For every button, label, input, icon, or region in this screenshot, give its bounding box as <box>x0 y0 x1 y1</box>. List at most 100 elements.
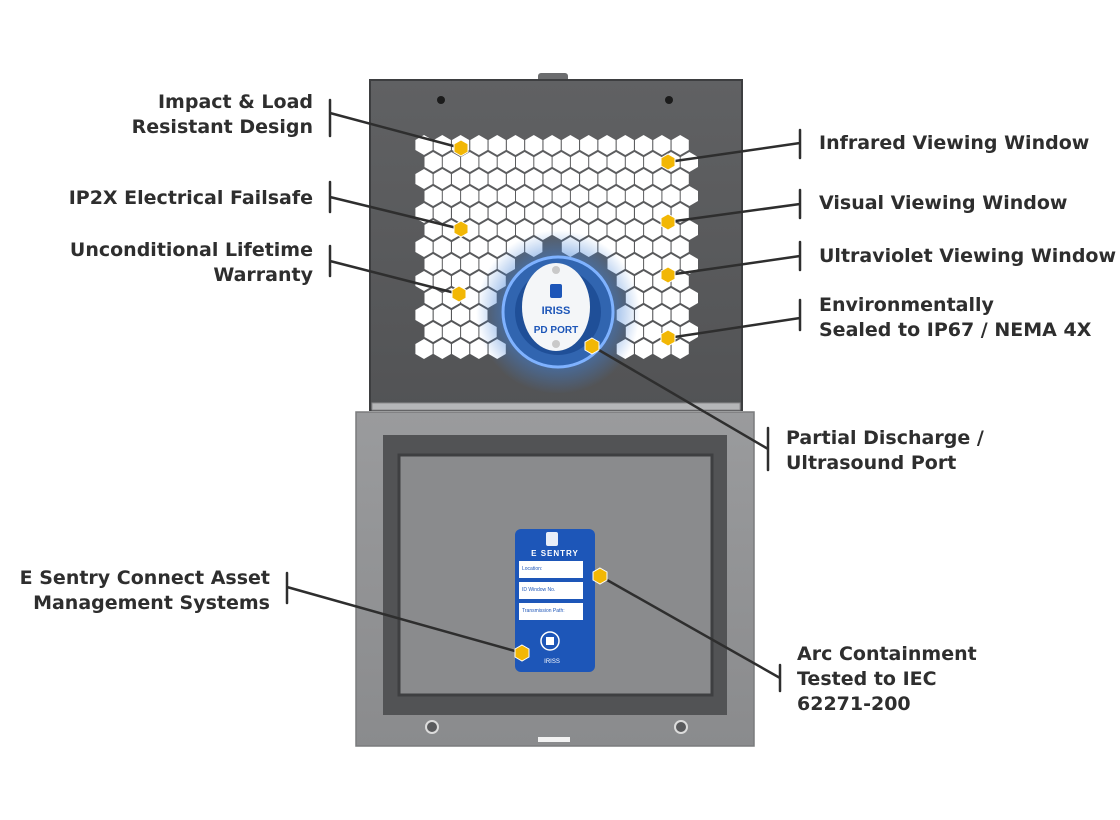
mesh-cell <box>644 186 662 206</box>
mesh-cell <box>506 135 525 155</box>
mesh-cell <box>607 186 625 206</box>
mesh-cell <box>625 220 644 240</box>
leader-ultraviolet <box>666 240 802 277</box>
mesh-cell <box>461 186 479 206</box>
mesh-cell <box>534 186 552 206</box>
mesh-cell <box>625 186 644 206</box>
mesh-cell <box>525 203 543 223</box>
leader-arc <box>598 574 782 693</box>
feature-markers <box>451 139 676 662</box>
mesh-cell <box>653 169 671 189</box>
mesh-cell <box>570 186 589 206</box>
marker-hex-icon <box>660 153 676 171</box>
mesh-cell <box>607 220 625 240</box>
callout-esentry: E Sentry Connect Asset Management System… <box>19 567 270 614</box>
mesh-cell <box>625 152 644 172</box>
mesh-cell <box>671 135 689 155</box>
mesh-cell <box>479 186 497 206</box>
mesh-cell <box>424 186 442 206</box>
marker-hex-icon <box>514 644 530 662</box>
qr-badge-icon <box>540 631 560 651</box>
mesh-cell <box>543 135 561 155</box>
mesh-cell <box>589 152 607 172</box>
mesh-cell <box>506 169 525 189</box>
mesh-cell <box>488 237 506 257</box>
mesh-cell <box>470 203 488 223</box>
mesh-cell <box>671 305 689 325</box>
mesh-cell <box>635 339 653 359</box>
mesh-cell <box>552 152 570 172</box>
enclosure-body: E SENTRY Location: ID Window No. Transmi… <box>355 411 755 747</box>
mesh-cell <box>452 203 470 223</box>
asset-tag-field-location: Location: <box>522 566 542 572</box>
asset-tag: E SENTRY Location: ID Window No. Transmi… <box>515 529 595 672</box>
e-sentry-logo-icon <box>546 532 558 546</box>
mesh-cell <box>616 237 634 257</box>
mesh-cell <box>570 152 589 172</box>
leader-impact <box>328 98 463 150</box>
callout-warranty: Unconditional Lifetime Warranty <box>69 239 313 286</box>
mesh-cell <box>580 169 598 189</box>
mesh-cell <box>442 254 461 274</box>
mesh-cell <box>589 220 607 240</box>
callout-environmental: Environmentally Sealed to IP67 / NEMA 4X <box>819 294 1092 341</box>
mesh-cell <box>415 237 433 257</box>
asset-tag-footer: IRISS <box>544 659 560 665</box>
mesh-cell <box>616 135 634 155</box>
mesh-cell <box>680 288 698 308</box>
mesh-cell <box>561 203 579 223</box>
callout-infrared: Infrared Viewing Window <box>819 132 1090 154</box>
mesh-cell <box>470 135 488 155</box>
callout-partial-discharge: Partial Discharge / Ultrasound Port <box>786 427 984 474</box>
mesh-cell <box>415 305 433 325</box>
mesh-cell <box>424 152 442 172</box>
mesh-cell <box>680 186 698 206</box>
mesh-cell <box>506 203 525 223</box>
fastener <box>674 720 688 734</box>
mesh-cell <box>616 203 634 223</box>
mesh-cell <box>424 254 442 274</box>
mesh-cell <box>580 135 598 155</box>
mesh-cell <box>635 237 653 257</box>
callout-impact-load: Impact & Load Resistant Design <box>131 91 313 138</box>
mesh-cell <box>442 322 461 342</box>
mesh-cell <box>479 220 497 240</box>
mesh-cell <box>635 203 653 223</box>
mesh-cell <box>671 169 689 189</box>
mesh-cell <box>452 237 470 257</box>
mesh-cell <box>644 254 662 274</box>
mesh-cell <box>662 288 680 308</box>
mesh-cell <box>497 186 515 206</box>
asset-tag-field-path: Transmission Path: <box>522 608 565 614</box>
mesh-cell <box>442 186 461 206</box>
leader-warranty <box>328 244 461 296</box>
mesh-cell <box>598 169 616 189</box>
iriss-logo-icon <box>550 284 562 298</box>
mesh-cell <box>607 152 625 172</box>
marker-hex-icon <box>453 220 469 238</box>
leader-lines <box>285 98 802 693</box>
mesh-cell <box>488 203 506 223</box>
mesh-cell <box>415 339 433 359</box>
callout-ip2x: IP2X Electrical Failsafe <box>68 187 313 209</box>
leader-ip2x <box>328 180 463 231</box>
mesh-cell <box>671 237 689 257</box>
mesh-cell <box>635 169 653 189</box>
callout-ultraviolet: Ultraviolet Viewing Window <box>819 245 1117 267</box>
mesh-cell <box>653 135 671 155</box>
mesh-cell <box>671 339 689 359</box>
mesh-cell <box>598 203 616 223</box>
mesh-cell <box>433 339 451 359</box>
mesh-cell <box>561 135 579 155</box>
mesh-cell <box>644 152 662 172</box>
mesh-cell <box>644 220 662 240</box>
mesh-cell <box>433 305 451 325</box>
mesh-cell <box>415 169 433 189</box>
asset-tag-field-window: ID Window No. <box>522 587 555 593</box>
mesh-cell <box>543 203 561 223</box>
fastener <box>425 720 439 734</box>
mesh-cell <box>516 220 534 240</box>
leader-esentry <box>285 571 524 655</box>
mesh-cell <box>433 169 451 189</box>
